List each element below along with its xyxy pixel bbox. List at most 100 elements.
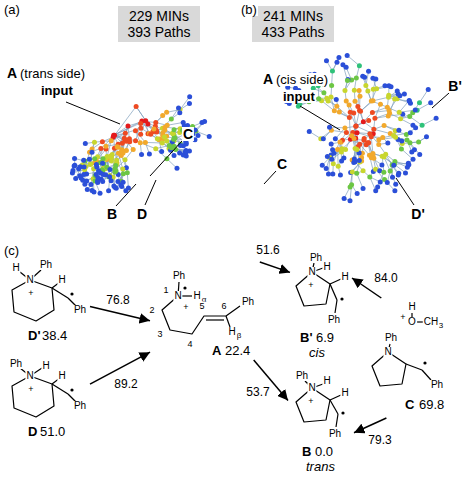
network-node	[354, 124, 359, 129]
network-node	[332, 108, 337, 113]
network-node	[396, 171, 401, 176]
network-node	[184, 150, 189, 155]
network-node	[389, 84, 394, 89]
network-node	[426, 87, 431, 92]
network-node	[398, 116, 403, 121]
panel-letter: (a)	[3, 3, 21, 16]
circle-shape	[70, 292, 73, 295]
network-node	[361, 168, 366, 173]
network-node	[385, 141, 390, 146]
circle-shape	[341, 411, 344, 414]
network-node	[361, 186, 366, 191]
network-link	[101, 137, 113, 148]
network-node	[347, 102, 352, 107]
network-node	[344, 98, 349, 103]
network-node	[382, 83, 387, 88]
atom-label: 3	[438, 322, 444, 330]
network-node	[100, 139, 105, 144]
network-node	[392, 162, 397, 167]
network-node	[347, 115, 352, 120]
network-node	[416, 139, 421, 144]
network-node	[402, 91, 407, 96]
network-node	[92, 140, 97, 145]
network-node	[171, 137, 176, 142]
atom-label: β	[236, 332, 243, 340]
network-node	[334, 60, 339, 65]
network-node	[351, 111, 356, 116]
network-node	[406, 161, 411, 166]
network-node	[385, 180, 390, 185]
network-link	[371, 137, 373, 154]
species-node: B'6.9cis	[290, 250, 352, 362]
network-node	[326, 172, 331, 177]
network-node	[123, 157, 128, 162]
network-node	[207, 134, 212, 139]
atom-label: H	[41, 361, 50, 371]
network-node	[417, 152, 422, 157]
network-node	[345, 53, 350, 58]
network-node	[321, 136, 326, 141]
network-node	[337, 140, 342, 145]
path-shape	[264, 171, 276, 184]
network-node	[100, 179, 105, 184]
network-node	[407, 140, 412, 145]
atom-label: Ph	[172, 271, 186, 281]
network-node	[343, 147, 348, 152]
circle-shape	[423, 361, 426, 364]
barrier-energy: 51.6	[255, 244, 280, 256]
network-node	[345, 77, 350, 82]
atom-label: +	[399, 313, 406, 322]
network-node	[110, 152, 115, 157]
atom-label: Ph	[309, 253, 323, 263]
network-node	[350, 169, 355, 174]
network-node	[84, 179, 89, 184]
atom-label: Ph	[9, 359, 23, 369]
network-node	[202, 119, 207, 124]
network-node	[349, 133, 354, 138]
network-node	[348, 184, 353, 189]
atom-label: Ph	[328, 429, 342, 439]
panel-letter: (b)	[240, 3, 258, 16]
network-node	[330, 172, 335, 177]
network-node	[123, 188, 128, 193]
network-node	[159, 149, 164, 154]
network-node	[307, 129, 312, 134]
atom-label: H	[322, 262, 331, 272]
network-node	[357, 94, 362, 99]
network-node	[164, 110, 169, 115]
network-node	[386, 114, 391, 119]
leader-lines	[66, 93, 449, 206]
network-a	[70, 94, 212, 195]
network-node	[329, 157, 334, 162]
network-node	[81, 158, 86, 163]
network-node	[83, 165, 88, 170]
network-node	[115, 144, 120, 149]
path-shape	[422, 370, 431, 380]
network-node	[73, 176, 78, 181]
atom-label: +	[307, 281, 314, 290]
network-link	[136, 106, 148, 124]
network-node	[89, 188, 94, 193]
atom-label: Ph	[384, 333, 398, 343]
network-node	[353, 99, 358, 104]
network-node	[424, 134, 429, 139]
network-node	[342, 125, 347, 130]
network-link	[113, 106, 136, 137]
panel-letter: (c)	[3, 244, 20, 257]
count-box: 241 MINs 433 Paths	[252, 6, 334, 42]
network-node	[354, 171, 359, 176]
network-node	[327, 125, 332, 130]
network-node	[374, 86, 379, 91]
network-node	[393, 182, 398, 187]
network-node	[320, 163, 325, 168]
atom-label: N	[25, 275, 34, 285]
network-node	[160, 113, 165, 118]
network-node	[369, 99, 374, 104]
network-node	[334, 104, 339, 109]
network-node	[399, 146, 404, 151]
network-node	[342, 196, 347, 201]
network-node	[370, 76, 375, 81]
network-node	[138, 126, 143, 131]
network-node	[365, 140, 370, 145]
